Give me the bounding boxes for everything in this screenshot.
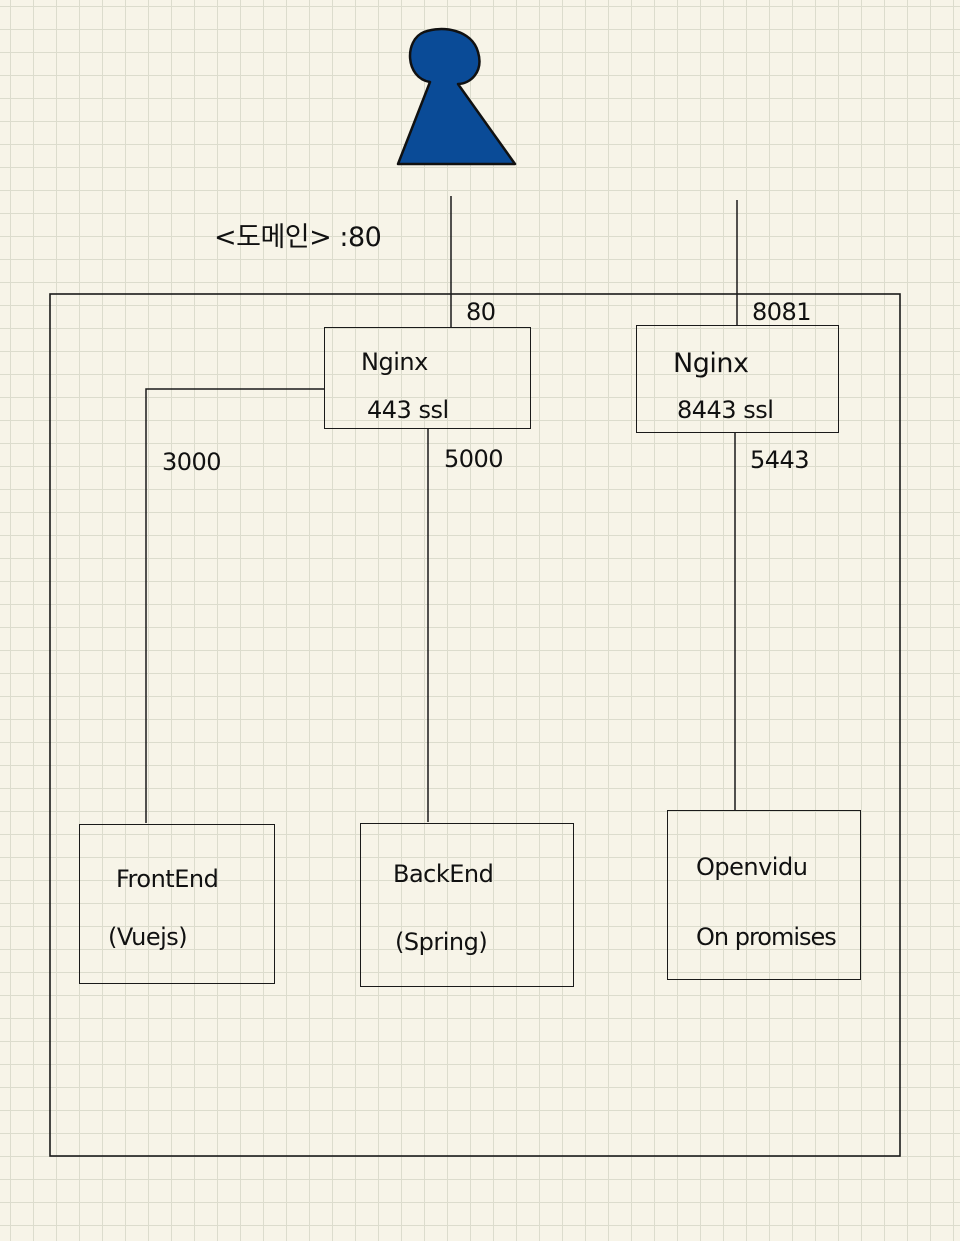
frontend-title: FrontEnd bbox=[116, 865, 219, 893]
person-icon bbox=[396, 27, 517, 166]
server-boundary bbox=[49, 293, 901, 1157]
backend-subtitle: (Spring) bbox=[395, 928, 488, 956]
nginx-openvidu-box: Nginx 8443 ssl bbox=[636, 325, 839, 433]
port-label-5443: 5443 bbox=[750, 446, 810, 474]
nginx-main-title: Nginx bbox=[361, 348, 428, 376]
openvidu-box: Openvidu On promises bbox=[667, 810, 861, 980]
backend-title: BackEnd bbox=[393, 860, 494, 888]
openvidu-title: Openvidu bbox=[696, 853, 808, 881]
nginx-openvidu-ssl: 8443 ssl bbox=[677, 396, 774, 424]
port-label-5000: 5000 bbox=[444, 445, 504, 473]
port-label-3000: 3000 bbox=[162, 448, 222, 476]
line-to-frontend bbox=[145, 388, 324, 823]
nginx-openvidu-title: Nginx bbox=[673, 348, 749, 379]
port-label-8081: 8081 bbox=[752, 298, 812, 326]
nginx-main-ssl: 443 ssl bbox=[367, 396, 449, 424]
port-label-80: 80 bbox=[466, 298, 496, 326]
frontend-subtitle: (Vuejs) bbox=[108, 923, 188, 951]
backend-box: BackEnd (Spring) bbox=[360, 823, 574, 987]
frontend-box: FrontEnd (Vuejs) bbox=[79, 824, 275, 984]
nginx-main-box: Nginx 443 ssl bbox=[324, 327, 531, 429]
domain-label: <도메인> :80 bbox=[214, 222, 382, 253]
openvidu-subtitle: On promises bbox=[696, 923, 837, 951]
